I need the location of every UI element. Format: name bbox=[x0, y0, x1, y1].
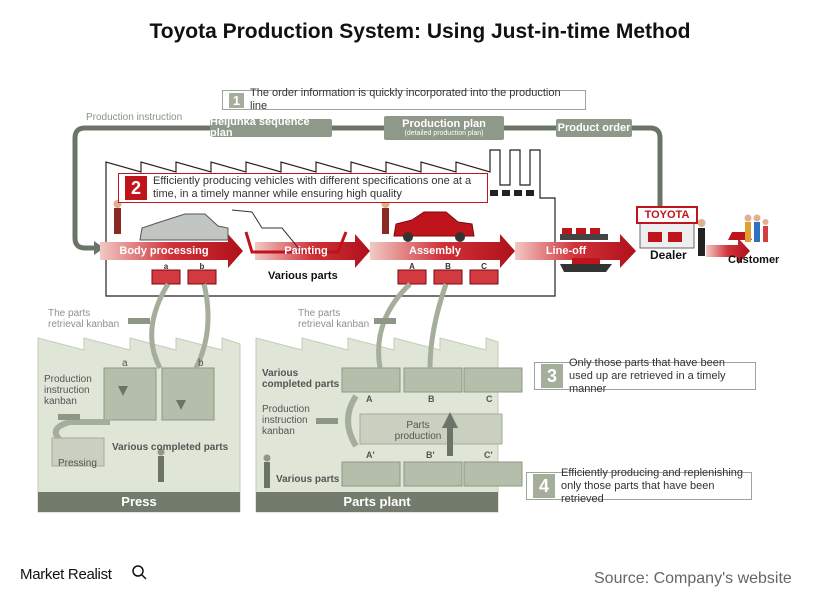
car-body-shell bbox=[139, 213, 229, 241]
step-4-box: 4 Efficiently producing and replenishing… bbox=[526, 467, 752, 505]
body-processing-label: Body processing bbox=[119, 245, 209, 257]
line-letter-B: B bbox=[445, 262, 451, 271]
step-1-number: 1 bbox=[229, 92, 244, 108]
loop-arrowhead bbox=[94, 241, 104, 255]
arrow-body-processing bbox=[100, 234, 243, 268]
parts-plant-stacks-top bbox=[341, 367, 523, 393]
step-2-number: 2 bbox=[125, 176, 147, 200]
parts-kanban-label: The parts retrieval kanban bbox=[298, 308, 370, 330]
step-3-number: 3 bbox=[541, 364, 563, 388]
kanban-flow-press-a bbox=[149, 282, 171, 370]
customer-label: Customer bbox=[728, 254, 780, 266]
brand-logo-icon bbox=[132, 565, 144, 577]
press-letter-a: a bbox=[122, 358, 128, 369]
line-letter-b: b bbox=[199, 262, 205, 271]
production-plan-sub: (detailed production plan) bbox=[404, 129, 484, 137]
arrow-line-off bbox=[515, 234, 636, 268]
production-instruction-label: Production instruction bbox=[86, 112, 183, 123]
parts-letter-C: C bbox=[486, 394, 493, 404]
step-4-number: 4 bbox=[533, 474, 555, 498]
transport-truck bbox=[560, 228, 608, 240]
parts-letter-B-prime: B' bbox=[426, 450, 435, 460]
line-letter-A: A bbox=[409, 262, 415, 271]
kanban-flow-press-b bbox=[193, 283, 211, 370]
source-label: Source: Company's website bbox=[594, 570, 792, 587]
dealer-label: Dealer bbox=[650, 248, 687, 262]
assembly-label: Assembly bbox=[409, 245, 461, 257]
line-letter-C: C bbox=[481, 262, 487, 271]
various-parts-label: Various parts bbox=[268, 270, 338, 282]
parts-production-kanban-label: Production instruction kanban bbox=[262, 404, 310, 437]
step-2-text: Efficiently producing vehicles with diff… bbox=[153, 175, 472, 200]
parts-plant-footer: Parts plant bbox=[343, 494, 411, 509]
press-footer-bar bbox=[38, 492, 240, 512]
assembly-car bbox=[393, 211, 475, 237]
production-plan-text: Production plan bbox=[402, 117, 486, 130]
painting-car-outline bbox=[231, 209, 301, 251]
press-kanban-slip bbox=[128, 318, 150, 324]
press-production-kanban-label: Production instruction kanban bbox=[44, 374, 92, 407]
dealer-sign: TOYOTA bbox=[636, 206, 698, 224]
press-part-stacks bbox=[103, 367, 215, 421]
production-loop-line bbox=[72, 125, 663, 251]
paint-tank bbox=[244, 231, 348, 254]
pressing-machine bbox=[51, 437, 105, 467]
arrow-to-customer bbox=[706, 238, 750, 264]
brand-name: Market Realist bbox=[20, 566, 112, 583]
parts-production-band bbox=[359, 413, 503, 445]
press-footer: Press bbox=[121, 494, 157, 509]
painting-label: Painting bbox=[284, 245, 328, 257]
factory-windows bbox=[490, 190, 534, 196]
transport-ship bbox=[560, 258, 612, 272]
line-off-label: Line-off bbox=[545, 245, 587, 257]
kanban-flow-parts-b bbox=[427, 283, 449, 369]
press-production-kanban-slip bbox=[58, 414, 80, 420]
product-order-pill: Product order bbox=[556, 119, 632, 137]
product-order-text: Product order bbox=[557, 121, 631, 134]
parts-completed-label: Various completed parts bbox=[262, 368, 340, 390]
press-completed-parts-label: Various completed parts bbox=[112, 442, 229, 453]
pressing-label: Pressing bbox=[58, 458, 97, 469]
heijunka-text: Heijunka sequence plan bbox=[210, 116, 310, 139]
customer-figures bbox=[728, 214, 769, 242]
parts-plant-stacks-bottom bbox=[341, 461, 523, 487]
parts-various-label: Various parts bbox=[276, 474, 340, 485]
line-letter-a: a bbox=[163, 262, 169, 271]
line-parts-bins bbox=[151, 269, 499, 285]
step-3-text: Only those parts that have been used up … bbox=[569, 356, 726, 395]
production-plan-pill: Production plan (detailed production pla… bbox=[384, 116, 504, 140]
press-kanban-label: The parts retrieval kanban bbox=[48, 308, 120, 330]
parts-letter-A-prime: A' bbox=[366, 450, 375, 460]
step-1-box: 1 The order information is quickly incor… bbox=[222, 87, 586, 112]
step-3-box: 3 Only those parts that have been used u… bbox=[534, 357, 756, 395]
step-1-text: The order information is quickly incorpo… bbox=[250, 87, 561, 112]
parts-production-arrow bbox=[442, 412, 458, 428]
step-4-text: Efficiently producing and replenishing o… bbox=[561, 466, 744, 505]
press-letter-b: b bbox=[198, 358, 204, 369]
parts-letter-A: A bbox=[366, 394, 373, 404]
page-title: Toyota Production System: Using Just-in-… bbox=[149, 20, 691, 43]
step-2-box: 2 Efficiently producing vehicles with di… bbox=[118, 173, 488, 203]
parts-letter-C-prime: C' bbox=[484, 450, 493, 460]
arrow-assembly bbox=[370, 234, 515, 268]
parts-production-kanban-slip bbox=[316, 418, 338, 424]
parts-letter-B: B bbox=[428, 394, 435, 404]
heijunka-pill: Heijunka sequence plan bbox=[210, 116, 332, 139]
parts-plant-footer-bar bbox=[256, 492, 498, 512]
parts-production-label: Parts production bbox=[394, 420, 442, 442]
parts-kanban-slip bbox=[374, 318, 396, 324]
parts-loop bbox=[345, 394, 359, 448]
